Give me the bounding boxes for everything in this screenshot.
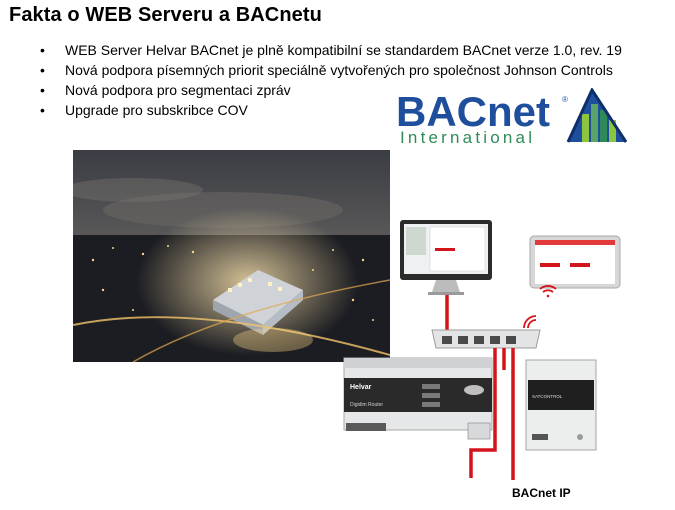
logo-main-text: BACnet	[396, 88, 550, 135]
logo-registered-mark: ®	[562, 95, 568, 104]
helvar-router-device: Helvar Digidim Router	[343, 357, 493, 440]
router-brand: Helvar	[350, 384, 372, 391]
wifi-icon	[539, 285, 557, 298]
network-switch	[431, 329, 541, 349]
router-model: Digidim Router	[350, 402, 383, 408]
bacnet-international-logo: BACnet ® International	[396, 88, 628, 146]
bullet-item: Nová podpora písemných priorit speciálně…	[40, 60, 622, 80]
slide-title: Fakta o WEB Serveru a BACnetu	[9, 4, 322, 26]
wifi-icon	[523, 315, 537, 329]
bacnet-ip-caption: BACnet IP	[512, 486, 571, 500]
web-server-device: SATCONTROL	[525, 359, 597, 451]
logo-sub-text: International	[400, 128, 535, 146]
bullet-list: WEB Server Helvar BACnet je plně kompati…	[40, 40, 622, 120]
monitor-icon	[400, 220, 492, 295]
tablet-icon	[529, 235, 621, 289]
bullet-item: Nová podpora pro segmentaci zpráv	[40, 80, 622, 100]
night-city-photo	[73, 150, 390, 362]
bullet-item: WEB Server Helvar BACnet je plně kompati…	[40, 40, 622, 60]
building-logo-icon	[566, 88, 628, 143]
network-diagram: Helvar Digidim Router SATCONTROL	[343, 220, 621, 480]
server-label: SATCONTROL	[532, 394, 563, 399]
bullet-item: Upgrade pro subskribce COV	[40, 100, 622, 120]
